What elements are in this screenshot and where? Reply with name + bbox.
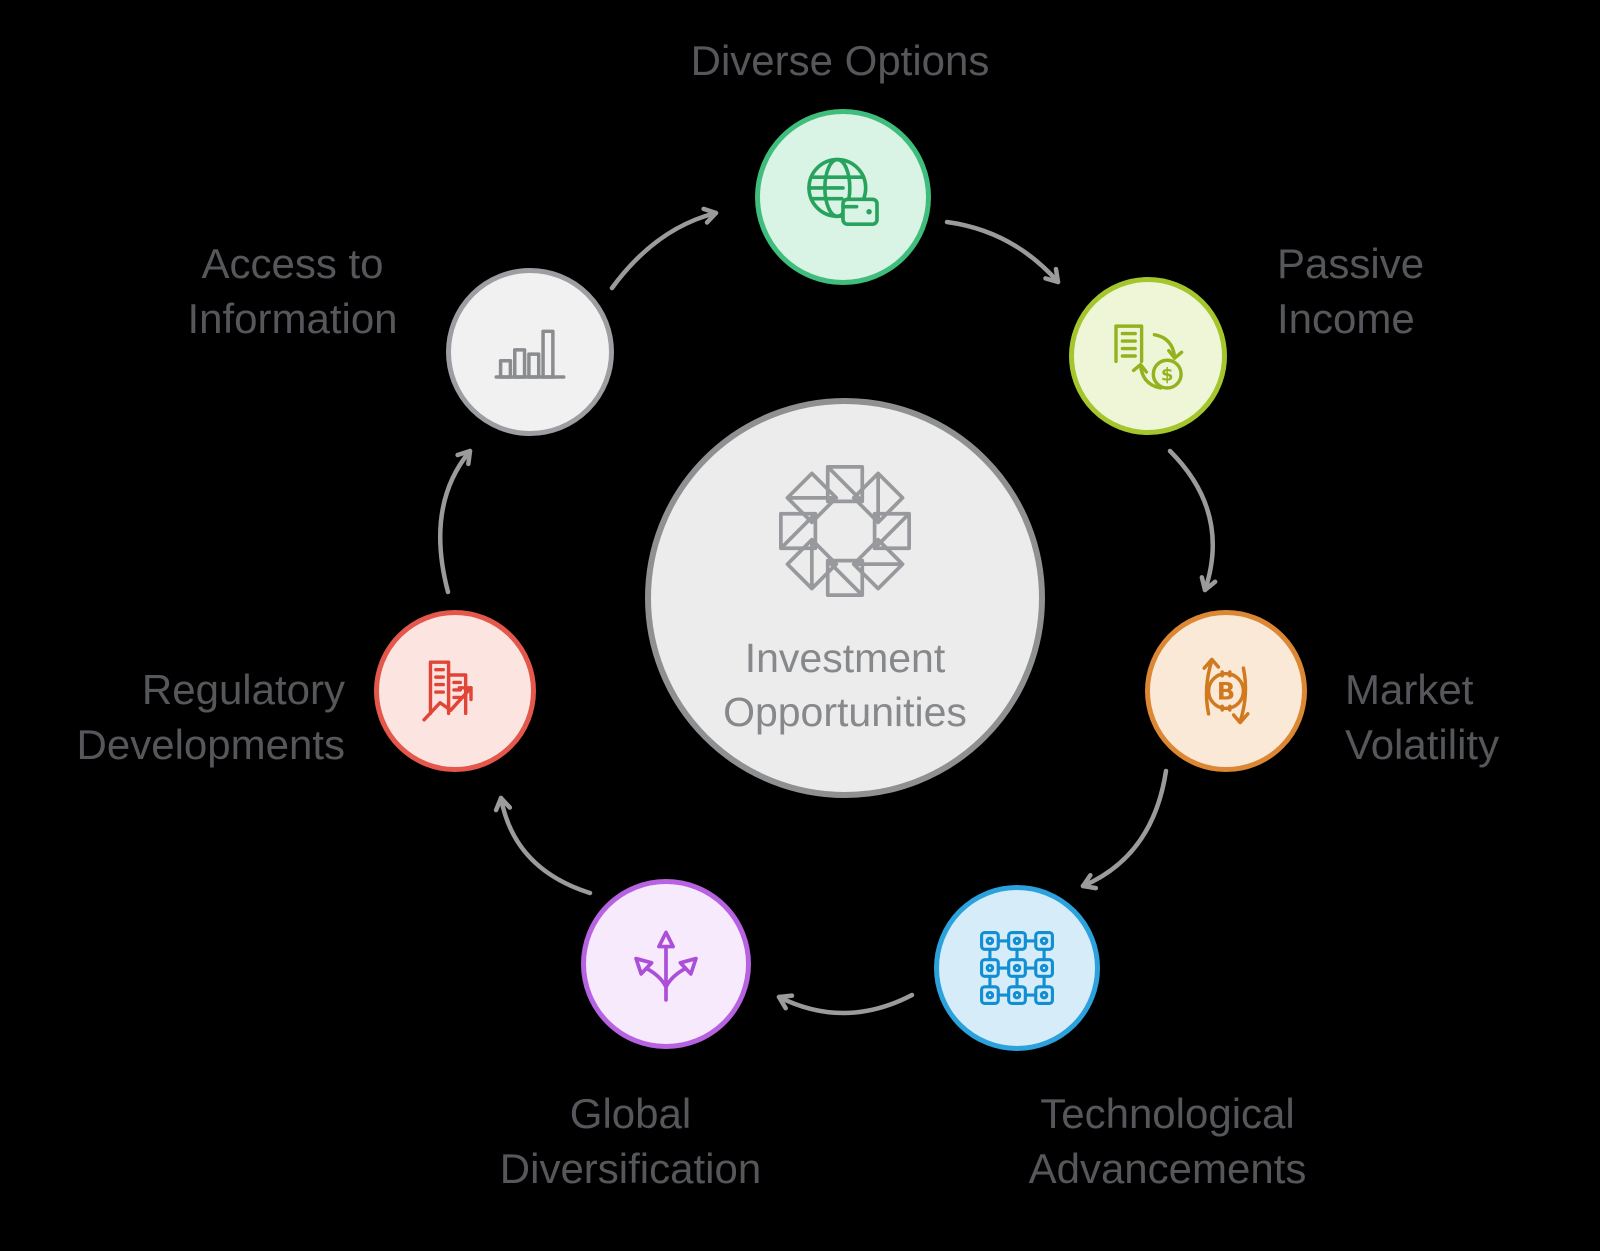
label-line: Global xyxy=(569,1090,692,1137)
label-line: Information xyxy=(187,295,398,343)
arrow-access-to-diverse xyxy=(609,206,719,291)
node-global-diversification xyxy=(581,879,751,1049)
label-diverse-options: Diverse Options xyxy=(600,33,1080,88)
label-line: Developments xyxy=(76,721,345,769)
blockchain-grid-icon xyxy=(980,931,1054,1005)
arrow-tech-to-global xyxy=(776,992,915,1016)
label-line: Income xyxy=(1277,295,1415,343)
label-global-diversification: Global Diversification xyxy=(398,1086,863,1196)
label-line: Regulatory xyxy=(141,666,345,713)
label-line: Technological xyxy=(1040,1090,1295,1137)
center-title: Investment Opportunities xyxy=(723,631,967,739)
svg-text:B: B xyxy=(1217,678,1235,706)
center-hub: Investment Opportunities xyxy=(645,398,1045,798)
center-title-line2: Opportunities xyxy=(723,689,967,735)
label-line: Passive xyxy=(1277,240,1425,287)
label-line: Market xyxy=(1345,666,1474,713)
geometric-star-icon xyxy=(779,464,911,597)
arrow-global-to-regulatory xyxy=(493,795,593,896)
label-technological-advancements: Technological Advancements xyxy=(935,1086,1400,1196)
node-diverse-options xyxy=(755,109,931,285)
node-technological-advancements xyxy=(934,885,1100,1051)
label-line: Diversification xyxy=(499,1145,762,1193)
label-line: Volatility xyxy=(1345,721,1500,769)
arrow-passive-to-market xyxy=(1167,448,1218,593)
center-title-line1: Investment xyxy=(744,634,946,681)
branching-arrows-icon xyxy=(634,930,698,1002)
building-currency-cycle-icon: $ xyxy=(1114,324,1184,390)
arrow-market-to-tech xyxy=(1080,768,1169,891)
bitcoin-up-down-icon: B xyxy=(1202,657,1250,725)
svg-text:$: $ xyxy=(1161,365,1174,386)
label-access-to-information: Access to Information xyxy=(105,236,480,346)
label-market-volatility: Market Volatility xyxy=(1345,662,1499,772)
node-passive-income: $ xyxy=(1069,277,1227,435)
node-market-volatility: B xyxy=(1145,610,1307,772)
label-line: Advancements xyxy=(1028,1145,1307,1193)
globe-wallet-icon xyxy=(807,157,879,227)
label-line: Diverse Options xyxy=(690,37,990,84)
arrow-diverse-to-passive xyxy=(944,219,1061,285)
node-access-to-information xyxy=(446,268,614,436)
label-passive-income: Passive Income xyxy=(1277,236,1424,346)
node-regulatory-developments xyxy=(374,610,536,772)
building-trend-arrow-icon xyxy=(422,660,473,722)
label-line: Access to xyxy=(201,240,384,287)
bar-chart-icon xyxy=(494,329,566,379)
arrow-regulatory-to-access xyxy=(438,448,473,595)
label-regulatory-developments: Regulatory Developments xyxy=(15,662,345,772)
